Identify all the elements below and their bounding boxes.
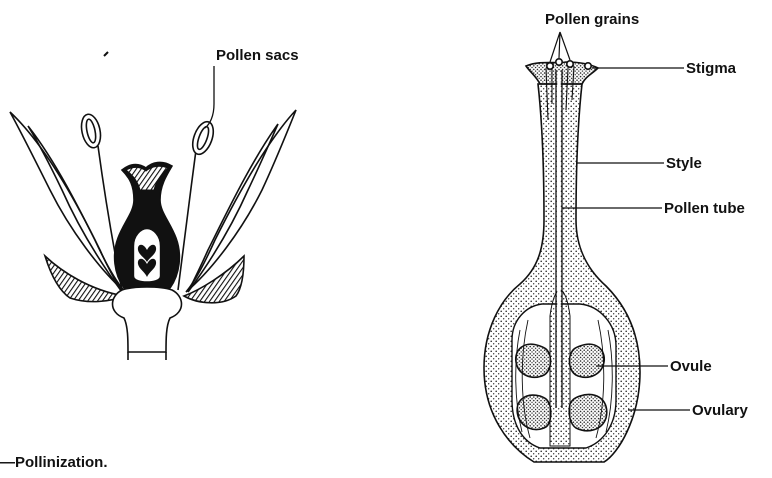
flower-figure — [10, 52, 296, 360]
ovule-label: Ovule — [670, 358, 712, 375]
ovule-lower-left — [517, 395, 551, 429]
pollen-grains-pointers — [550, 32, 570, 62]
pollen-sacs-label: Pollen sacs — [216, 47, 299, 64]
receptacle — [113, 287, 182, 352]
ovule-lower-right — [569, 394, 607, 430]
pistil-section-figure — [484, 32, 690, 462]
pollen-grain-3 — [567, 61, 573, 67]
pollen-grain-4 — [585, 63, 591, 69]
pollen-grains-label: Pollen grains — [545, 11, 639, 28]
left-anther — [79, 113, 104, 150]
figure-caption: —Pollinization. — [0, 454, 108, 471]
pollen-sacs-pointer — [205, 66, 214, 128]
right-filament — [178, 150, 196, 290]
stray-mark — [104, 52, 108, 56]
right-anther — [189, 119, 218, 157]
stigma-label: Stigma — [686, 60, 737, 77]
ovulary-label: Ovulary — [692, 402, 749, 419]
style-label: Style — [666, 155, 702, 172]
ovule-upper-left — [516, 344, 551, 377]
pollen-tube-label: Pollen tube — [664, 200, 745, 217]
pollen-grain-2 — [556, 59, 562, 65]
ovule-upper-right — [569, 344, 604, 377]
pollen-grain-1 — [547, 63, 553, 69]
